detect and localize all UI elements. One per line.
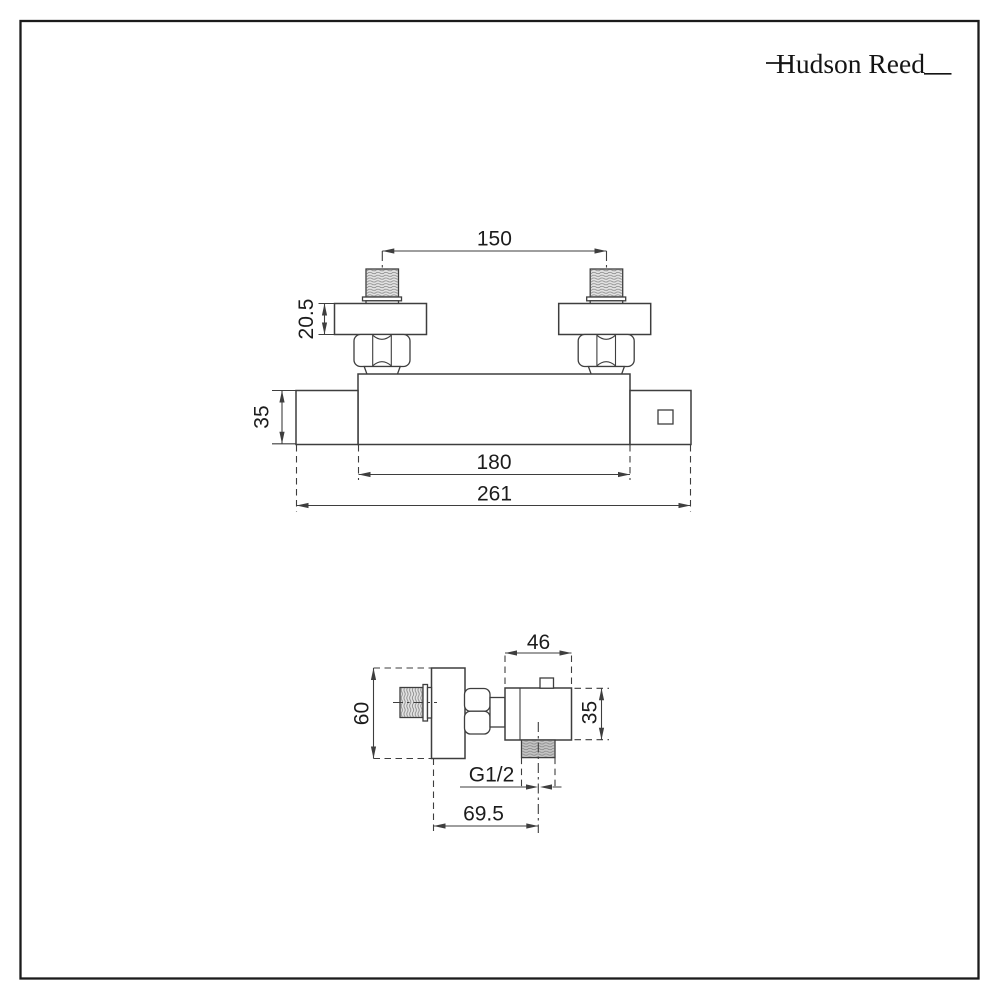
top-button-side [539,677,555,689]
hex-nut-side [463,687,491,735]
dim-outlet-thread-arrows [526,784,552,790]
dim-outlet-thread: G1/2 [469,764,515,787]
nut-facet-lines [596,334,617,367]
valve-body-side [504,687,573,741]
hex-nut-right [577,333,635,368]
dim-body-width-ext [357,445,631,480]
nut-neck-right [587,365,626,375]
inlet-thread-side [399,686,424,719]
dim-overall-width-ext [295,445,692,512]
dim-plate-height-ext [373,667,432,760]
dim-handle-ext [272,389,296,445]
wall-plate-side [430,667,466,760]
brand-name: Hudson Reed [776,48,925,79]
nut-facet-lines [372,334,392,367]
dim-overall-width: 261 [477,483,512,506]
dim-body-depth: 46 [527,631,550,654]
diverter-button [657,409,674,425]
escutcheon-plate-right [557,302,652,336]
dim-escutcheon-depth: 20.5 [295,299,318,340]
thread-hatch [590,269,623,297]
body-connector-side [489,696,506,728]
dim-wall-outlet-arrows [433,823,539,829]
dim-wall-outlet: 69.5 [463,803,504,826]
handle-left [295,389,359,446]
dim-body-height-ext [574,687,609,741]
inlet-thread-right [589,268,624,298]
dim-escutcheon-ext [318,302,335,336]
dim-escutcheon-arrows [321,303,328,335]
nut-chamfer-arcs [596,334,616,367]
inlet-thread-left [365,268,400,298]
thread-collar-side-outer [422,683,429,722]
nut-neck-left [363,365,402,375]
front-view: 150 [251,228,692,512]
side-view: 46 35 60 G1/2 69.5 [351,631,609,833]
dim-inlet-spacing: 150 [477,228,512,251]
dim-body-width: 180 [476,451,511,474]
dim-body-height: 35 [579,701,602,724]
dim-handle-height: 35 [251,405,274,428]
dim-body-height-arrows [598,688,605,740]
nut-chamfer-arcs [372,334,392,367]
thread-hatch [400,688,423,717]
hex-nut-left [353,333,411,368]
page-border [19,19,980,980]
brand-logo: Hudson Reed [766,48,952,79]
escutcheon-plate-left [333,302,428,336]
outlet-edge-ext-lines [520,757,556,790]
dim-plate-height: 60 [351,702,374,725]
valve-body-front [357,373,631,446]
dim-handle-arrows [279,390,285,444]
dim-body-depth-ext [504,655,573,686]
thread-hatch [366,269,398,297]
